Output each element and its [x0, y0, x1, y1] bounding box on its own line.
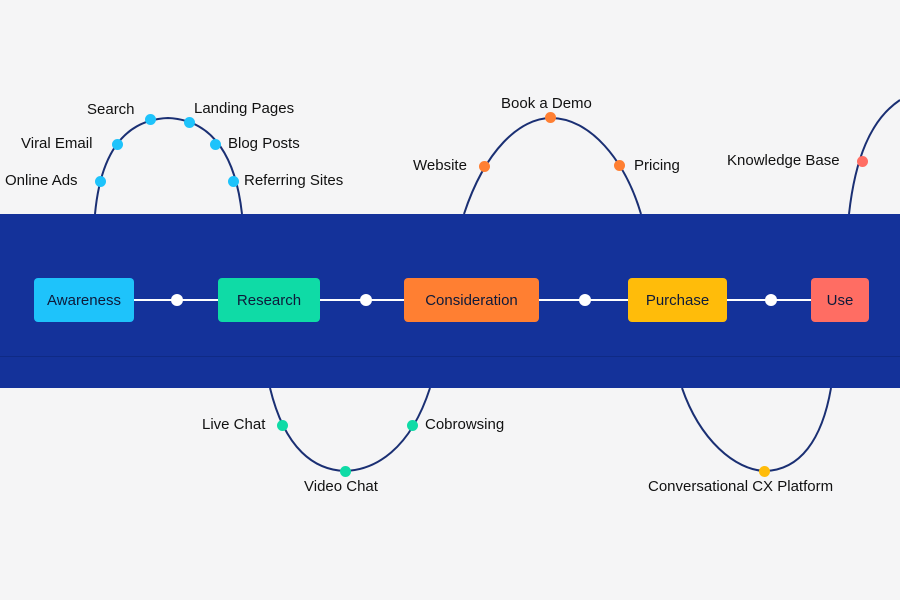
- touchpoint-knowledge-base: Knowledge Base: [727, 152, 840, 169]
- touchpoint-pricing: Pricing: [634, 157, 680, 174]
- touchpoint-dot-viral-email: [112, 139, 123, 150]
- touchpoint-dot-live-chat: [277, 420, 288, 431]
- touchpoint-viral-email: Viral Email: [21, 135, 93, 152]
- band-divider: [0, 356, 900, 357]
- touchpoint-dot-blog-posts: [210, 139, 221, 150]
- touchpoint-blog-posts: Blog Posts: [228, 135, 300, 152]
- purchase-curve: [681, 387, 832, 473]
- touchpoint-dot-referring-sites: [228, 176, 239, 187]
- touchpoint-dot-pricing: [614, 160, 625, 171]
- touchpoint-dot-search: [145, 114, 156, 125]
- touchpoint-dot-website: [479, 161, 490, 172]
- connector-node-1: [171, 294, 183, 306]
- touchpoint-cobrowsing: Cobrowsing: [425, 416, 505, 433]
- touchpoint-live-chat: Live Chat: [202, 416, 266, 433]
- touchpoint-dot-video-chat: [340, 466, 351, 477]
- stage-research: Research: [218, 278, 320, 322]
- touchpoint-referring-sites: Referring Sites: [244, 172, 344, 189]
- touchpoint-dot-knowledge-base: [857, 156, 868, 167]
- touchpoint-dot-conversational-cx-platform: [759, 466, 770, 477]
- connector-node-4: [765, 294, 777, 306]
- stage-purchase: Purchase: [628, 278, 727, 322]
- touchpoint-conversational-cx-platform: Conversational CX Platform: [648, 478, 834, 495]
- stage-consideration: Consideration: [404, 278, 539, 322]
- connector-node-2: [360, 294, 372, 306]
- stage-awareness: Awareness: [34, 278, 134, 322]
- touchpoint-dot-book-a-demo: [545, 112, 556, 123]
- connector-node-3: [579, 294, 591, 306]
- touchpoint-dot-landing-pages: [184, 117, 195, 128]
- stage-use: Use: [811, 278, 869, 322]
- use-curve: [848, 99, 900, 215]
- awareness-curve: [94, 116, 243, 215]
- touchpoint-dot-cobrowsing: [407, 420, 418, 431]
- touchpoint-online-ads: Online Ads: [5, 172, 78, 189]
- research-curve: [269, 387, 431, 473]
- touchpoint-book-a-demo: Book a Demo: [501, 95, 592, 112]
- touchpoint-website: Website: [413, 157, 467, 174]
- touchpoint-landing-pages: Landing Pages: [194, 100, 295, 117]
- touchpoint-video-chat: Video Chat: [304, 478, 378, 495]
- touchpoint-search: Search: [87, 101, 135, 118]
- touchpoint-dot-online-ads: [95, 176, 106, 187]
